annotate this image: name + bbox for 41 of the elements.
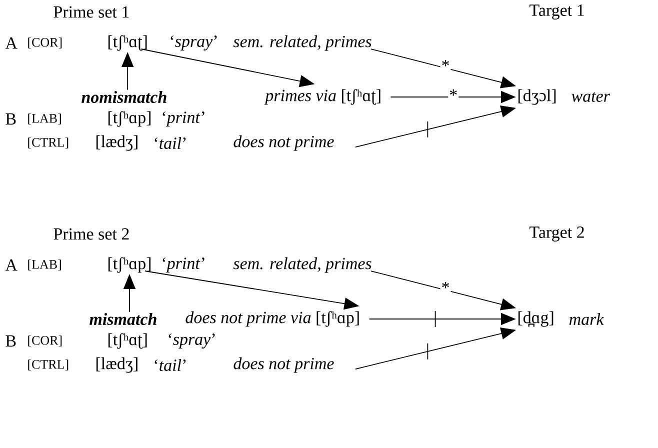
gloss: mark <box>569 313 604 325</box>
row-letter: A <box>5 37 18 49</box>
feature-label: [COR] <box>28 38 62 48</box>
ipa-word: [tʃʰɑʈ] <box>108 333 147 349</box>
feature-label: [CTRL] <box>28 360 68 370</box>
ipa-word: [tʃʰɑp] <box>108 257 150 273</box>
condition-label: does not prime <box>234 135 334 151</box>
condition-label: nomismatch <box>82 91 166 103</box>
edge-label: * <box>440 58 451 72</box>
gloss: ‘print’ <box>162 258 204 272</box>
gloss: ‘spray’ <box>170 36 217 50</box>
condition-label: sem. related, primes <box>233 257 372 273</box>
condition-label: does not prime <box>234 357 334 373</box>
feature-label: [COR] <box>28 336 62 346</box>
ipa-word: [tʃʰɑʈ] <box>108 35 147 51</box>
edge-label: * <box>448 88 459 102</box>
condition-label: mismatch <box>90 313 156 325</box>
gloss: ‘tail’ <box>154 359 186 371</box>
row-letter: A <box>5 259 18 271</box>
gloss: water <box>572 92 610 102</box>
ipa-word: [lædʒ] <box>96 357 138 373</box>
condition-label: primes via [tʃʰɑʈ] <box>264 89 380 105</box>
ipa-word: [tʃʰɑp] <box>108 111 150 127</box>
row-letter: B <box>6 113 16 125</box>
ipa-word: [lædʒ] <box>96 135 138 151</box>
feature-label: [LAB] <box>28 260 61 270</box>
condition-label: sem. related, primes <box>233 35 372 51</box>
set-heading: Prime set 2 <box>54 228 129 240</box>
target-word: [d̪ɑg] <box>518 311 554 327</box>
edge-label: * <box>440 280 451 294</box>
gloss: ‘tail’ <box>154 137 186 149</box>
condition-label: does not prime via [tʃʰɑp] <box>186 311 359 327</box>
feature-label: [CTRL] <box>28 138 68 148</box>
gloss: ‘spray’ <box>168 334 215 348</box>
set-heading: Prime set 1 <box>54 6 129 18</box>
set-heading: Target 1 <box>530 4 584 20</box>
set-heading: Target 2 <box>530 226 584 242</box>
feature-label: [LAB] <box>28 114 61 124</box>
gloss: ‘print’ <box>162 112 204 126</box>
row-letter: B <box>6 335 16 347</box>
target-word: [dʒɔl] <box>518 89 556 105</box>
